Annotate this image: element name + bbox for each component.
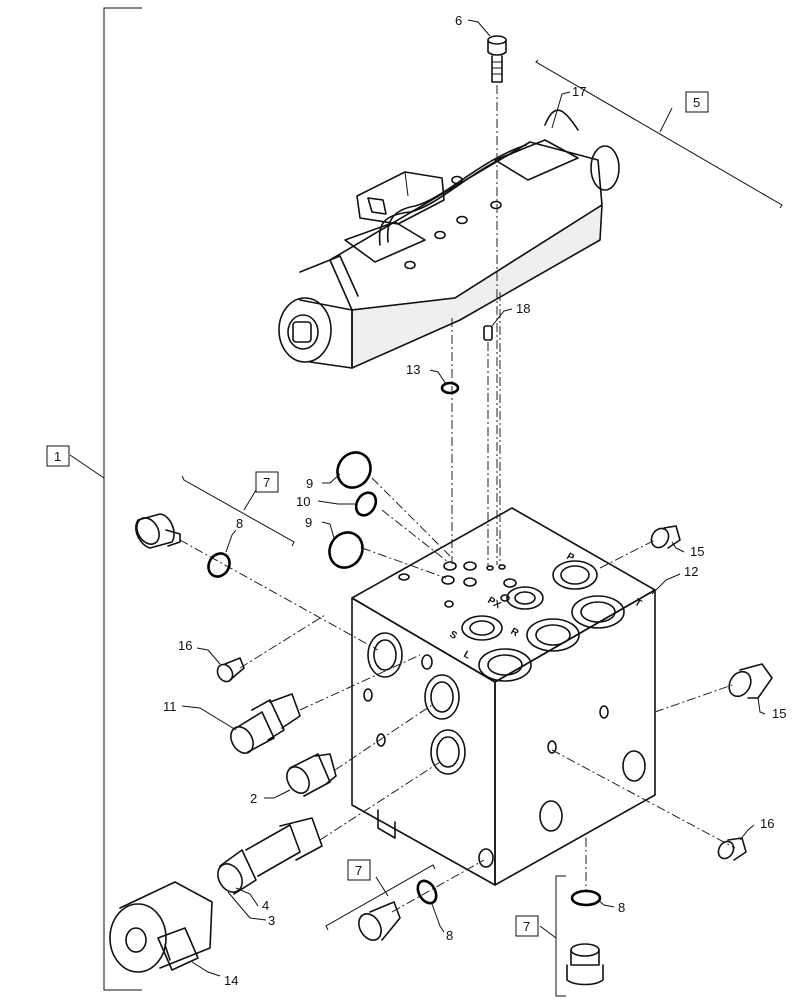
- o-ring-13: [440, 381, 460, 395]
- callout-7c: 7: [523, 919, 530, 934]
- callout-3: 3: [268, 913, 275, 928]
- valve-group-bracket: [535, 59, 783, 209]
- manifold-block: P T PX R S L: [351, 507, 656, 886]
- callout-4: 4: [262, 898, 269, 913]
- callout-7a: 7: [263, 475, 270, 490]
- plug-16-left: [216, 657, 245, 683]
- callout-8c: 8: [618, 900, 625, 915]
- callout-12: 12: [684, 564, 698, 579]
- o-ring-10: [354, 491, 378, 517]
- callout-box-5: 5: [685, 91, 709, 113]
- plug-left: [135, 513, 181, 549]
- plug-15-top: [650, 525, 681, 549]
- o-ring-8-right: [570, 889, 602, 907]
- leader-lines: [181, 19, 766, 977]
- o-ring-8-left: [207, 552, 231, 578]
- plug-bottom-right: [566, 943, 604, 986]
- port-mark-t: T: [633, 597, 644, 610]
- callout-1: 1: [54, 449, 61, 464]
- callout-11: 11: [163, 699, 177, 714]
- assembly-centerlines: [179, 85, 736, 913]
- plug-bottom: [358, 901, 401, 941]
- callout-box-1: 1: [46, 445, 70, 467]
- o-rings: [207, 451, 602, 907]
- o-ring-9-lower: [328, 531, 364, 569]
- callout-8b: 8: [446, 928, 453, 943]
- capscrew: [487, 35, 507, 83]
- port-mark-p: P: [565, 551, 577, 564]
- callout-2: 2: [250, 791, 257, 806]
- bracket-7a: [181, 475, 295, 547]
- callout-17: 17: [572, 84, 586, 99]
- o-ring-9-upper: [336, 451, 372, 489]
- assembly-bracket: [69, 7, 142, 991]
- plug-16-right: [717, 837, 747, 861]
- solenoid-valve: [278, 109, 620, 369]
- callout-7b: 7: [355, 863, 362, 878]
- solenoid-coil: [109, 881, 213, 973]
- callout-10: 10: [296, 494, 310, 509]
- callout-5: 5: [693, 95, 700, 110]
- callout-16b: 16: [760, 816, 774, 831]
- callout-13: 13: [406, 362, 420, 377]
- callout-9a: 9: [306, 476, 313, 491]
- callout-18: 18: [516, 301, 530, 316]
- dowel-pin: [483, 325, 493, 341]
- fitting-11: [230, 693, 301, 754]
- callout-6: 6: [455, 13, 462, 28]
- callout-15a: 15: [690, 544, 704, 559]
- callout-box-7a: 7: [255, 471, 279, 493]
- port-mark-r: R: [509, 626, 521, 640]
- bracket-7b: [325, 864, 436, 931]
- callout-9b: 9: [305, 515, 312, 530]
- bracket-7c: [555, 875, 566, 997]
- o-ring-8-bottom: [416, 879, 438, 905]
- callout-14: 14: [224, 973, 238, 988]
- callout-box-7c: 7: [515, 915, 539, 937]
- port-mark-l: L: [462, 649, 473, 662]
- plug-15-right: [728, 663, 773, 699]
- callout-box-7b: 7: [347, 859, 371, 881]
- fitting-2: [286, 753, 337, 797]
- cartridge-valve: [217, 817, 323, 895]
- port-mark-s: S: [448, 629, 460, 642]
- callout-16a: 16: [178, 638, 192, 653]
- callout-15b: 15: [772, 706, 786, 721]
- callout-8a: 8: [236, 516, 243, 531]
